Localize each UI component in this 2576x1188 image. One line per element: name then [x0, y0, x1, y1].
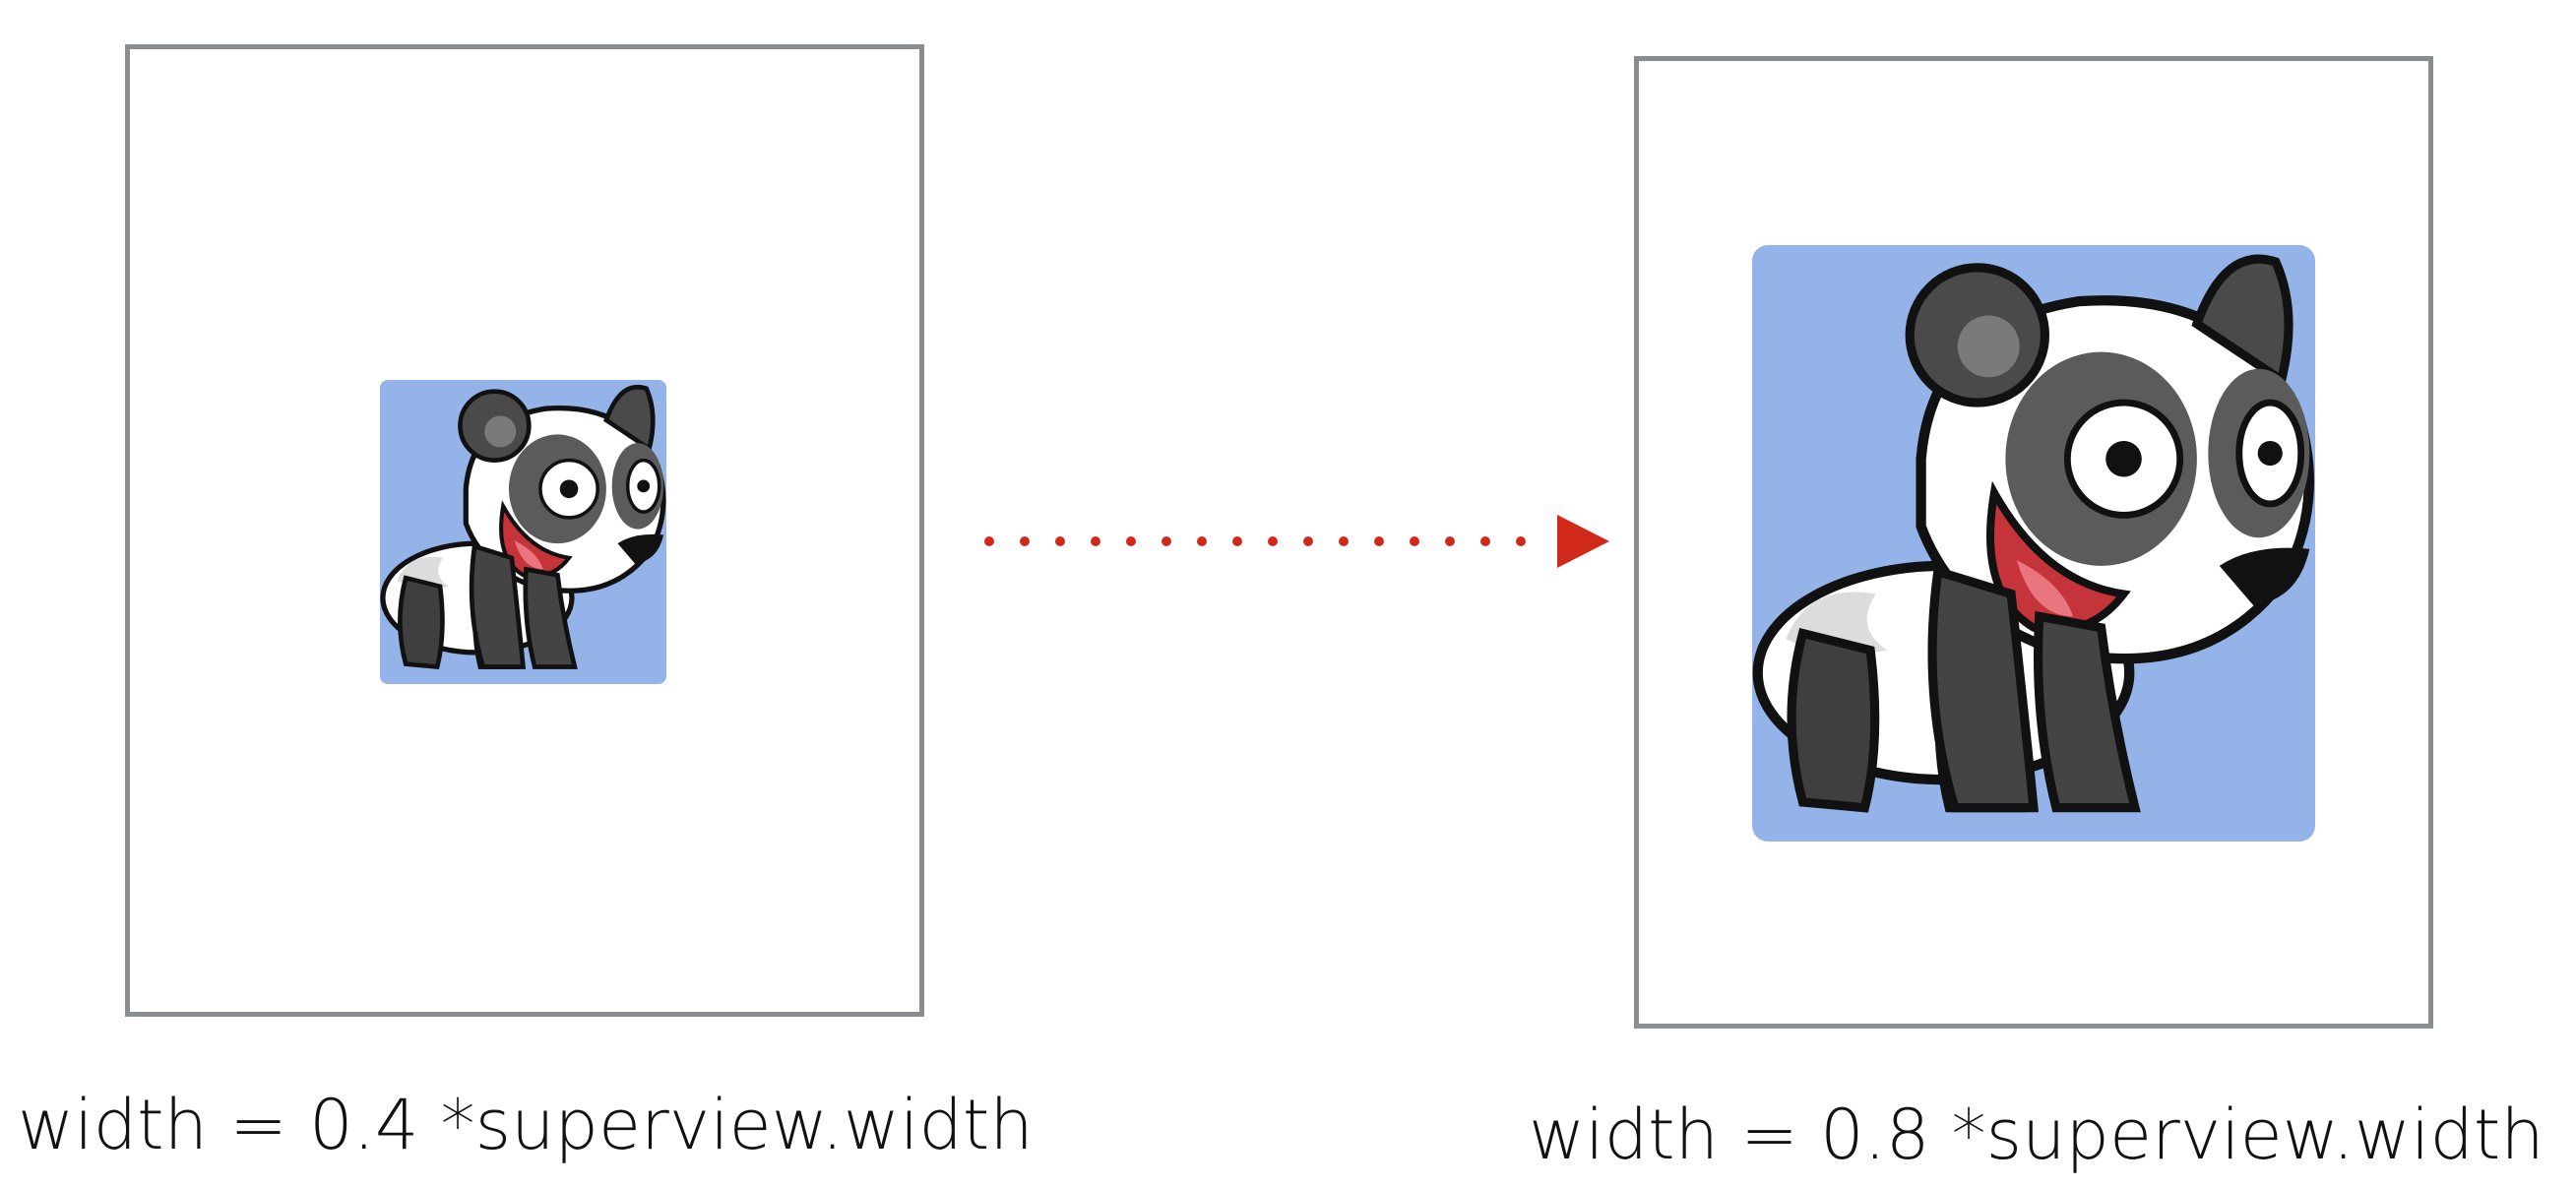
- panda-illustration-icon: [1752, 245, 2315, 842]
- dotted-arrow-right-icon: [984, 515, 1609, 568]
- caption-right-width-formula: width = 0.8 *superview.width: [1529, 1094, 2545, 1175]
- caption-left-width-formula: width = 0.4 *superview.width: [18, 1085, 1034, 1165]
- panda-image-large: [1752, 245, 2315, 842]
- panda-illustration-icon: [380, 380, 666, 684]
- panda-image-small: [380, 380, 666, 684]
